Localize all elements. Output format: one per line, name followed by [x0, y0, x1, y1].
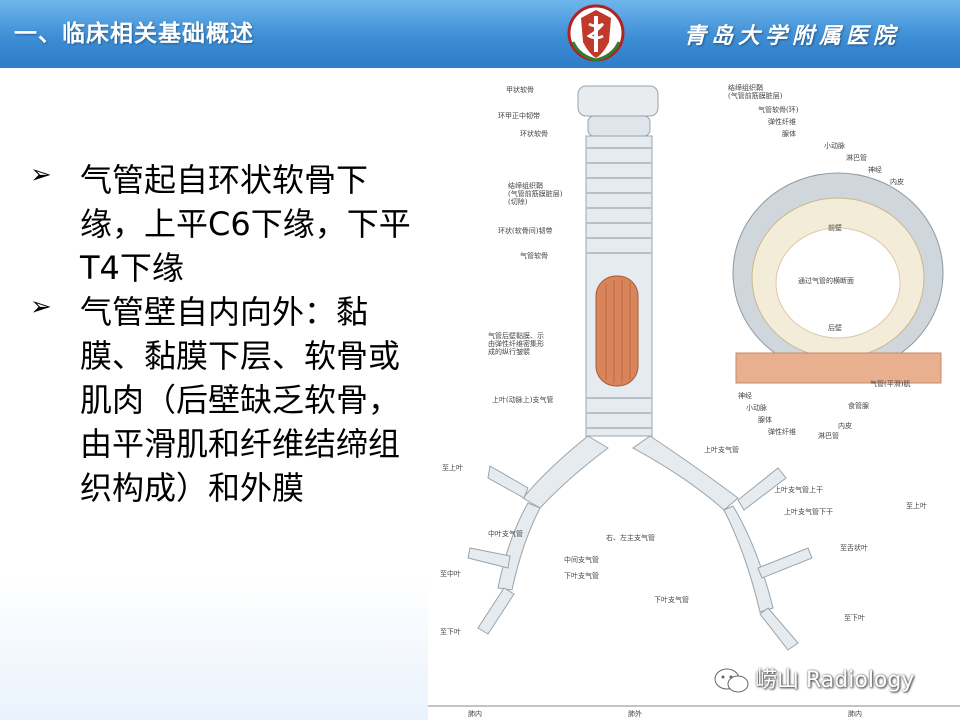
cs-muscle-label: 气管(平滑)肌	[870, 379, 910, 388]
cricothyroid-label: 环甲正中韧带	[498, 111, 540, 120]
watermark-label: 崂山 Radiology	[755, 668, 915, 693]
thyroid-cartilage-label: 甲状软骨	[506, 85, 534, 94]
right-upper-bronchus-label: 上叶(动脉上)支气管	[492, 395, 553, 404]
trachea-drawing	[467, 85, 813, 651]
arrow-bullet-icon: ➢	[30, 160, 52, 190]
bullet-text: 气管起自环状软骨下缘，上平C6下缘，下平T4下缘	[80, 161, 411, 287]
slide-title: 一、临床相关基础概述	[14, 21, 254, 47]
header-bar: 一、临床相关基础概述 青岛大学附属医院	[0, 0, 960, 68]
lingula-label: 至舌状叶	[840, 543, 868, 552]
left-upper-bronchus-label: 上叶支气管	[704, 445, 739, 454]
cs-posterior-label: 后壁	[828, 323, 842, 332]
adventitia-label: 结缔组织鞘(气管前筋膜脏层)(切除)	[508, 181, 563, 206]
cricoid-label: 环状软骨	[520, 129, 548, 138]
to-lower-lobe-label: 至下叶	[440, 627, 461, 636]
cs-nerve-label: 神经	[868, 165, 882, 174]
arrow-bullet-icon: ➢	[30, 292, 52, 322]
cs-artery-label: 小动脉	[824, 141, 845, 150]
middle-bronchus-label: 中叶支气管	[488, 529, 523, 538]
cs-mucosa-label: 内皮	[890, 177, 904, 186]
trachea-illustration: 通过气管的横断面 前壁 后壁 甲状软骨 环甲正中韧带 环状软骨 结缔组织鞘(气管…	[428, 83, 960, 718]
bottom-left-label: 肺内	[468, 709, 482, 718]
left-to-upper-label: 至上叶	[906, 501, 927, 510]
cross-section-drawing: 通过气管的横断面 前壁 后壁	[732, 172, 944, 384]
cs-lymph-b-label: 淋巴管	[818, 431, 839, 440]
bottom-scale: 肺内 肺外 肺内	[428, 705, 960, 718]
bullet-item: ➢ 气管壁自内向外：黏膜、黏膜下层、软骨或肌肉（后壁缺乏软骨，由平滑肌和纤维结缔…	[30, 290, 430, 510]
annular-ligament-label: 环状(软骨间)韧带	[498, 226, 552, 235]
intermediate-bronchus-label: 中间支气管	[564, 555, 599, 564]
bottom-right-label: 肺内	[848, 709, 862, 718]
lower-bronchus-r-label: 下叶支气管	[564, 571, 599, 580]
cs-connective-label: 结缔组织鞘(气管前筋膜脏层)	[728, 83, 783, 100]
left-to-lower-label: 至下叶	[844, 613, 865, 622]
hospital-logo-icon	[567, 4, 625, 62]
main-bronchi-label: 右、左主支气管	[606, 533, 655, 542]
cs-nerve-b-label: 神经	[738, 391, 752, 400]
wechat-icon	[714, 668, 749, 693]
cs-gland-b-label: 腺体	[758, 415, 772, 424]
cs-gland-label: 腺体	[782, 129, 796, 138]
trachea-anatomy-figure: 通过气管的横断面 前壁 后壁 甲状软骨 环甲正中韧带 环状软骨 结缔组织鞘(气管…	[428, 68, 960, 720]
cs-cartilage-label: 气管软骨(环)	[758, 105, 799, 114]
cs-elastic-label: 弹性纤维	[768, 117, 796, 126]
cs-esophagus-label: 食管腺	[848, 401, 869, 410]
bullet-item: ➢ 气管起自环状软骨下缘，上平C6下缘，下平T4下缘	[30, 158, 430, 290]
cs-anterior-label: 前壁	[828, 223, 842, 232]
left-lower-trunk-label: 上叶支气管下干	[784, 507, 833, 516]
lower-bronchus-l-label: 下叶支气管	[654, 595, 689, 604]
posterior-wall-label: 气管后壁黏膜、示由弹性纤维密集形成的纵行皱襞	[488, 331, 544, 356]
bullet-list: ➢ 气管起自环状软骨下缘，上平C6下缘，下平T4下缘 ➢ 气管壁自内向外：黏膜、…	[30, 158, 430, 510]
hospital-name: 青岛大学附属医院	[684, 23, 901, 49]
to-middle-lobe-label: 至中叶	[440, 569, 461, 578]
bottom-mid-label: 肺外	[628, 709, 642, 718]
cs-elastic-b-label: 弹性纤维	[768, 427, 796, 436]
cs-title-label: 通过气管的横断面	[798, 276, 854, 285]
cs-artery-b-label: 小动脉	[746, 403, 767, 412]
cs-lymph-label: 淋巴管	[846, 153, 867, 162]
bullet-text: 气管壁自内向外：黏膜、黏膜下层、软骨或肌肉（后壁缺乏软骨，由平滑肌和纤维结缔组织…	[80, 293, 401, 507]
tracheal-cartilage-label: 气管软骨	[520, 251, 548, 260]
right-upper-lobe-label: 至上叶	[442, 463, 463, 472]
left-upper-trunk-label: 上叶支气管上干	[774, 485, 823, 494]
cs-mucosa-b-label: 内皮	[838, 421, 852, 430]
